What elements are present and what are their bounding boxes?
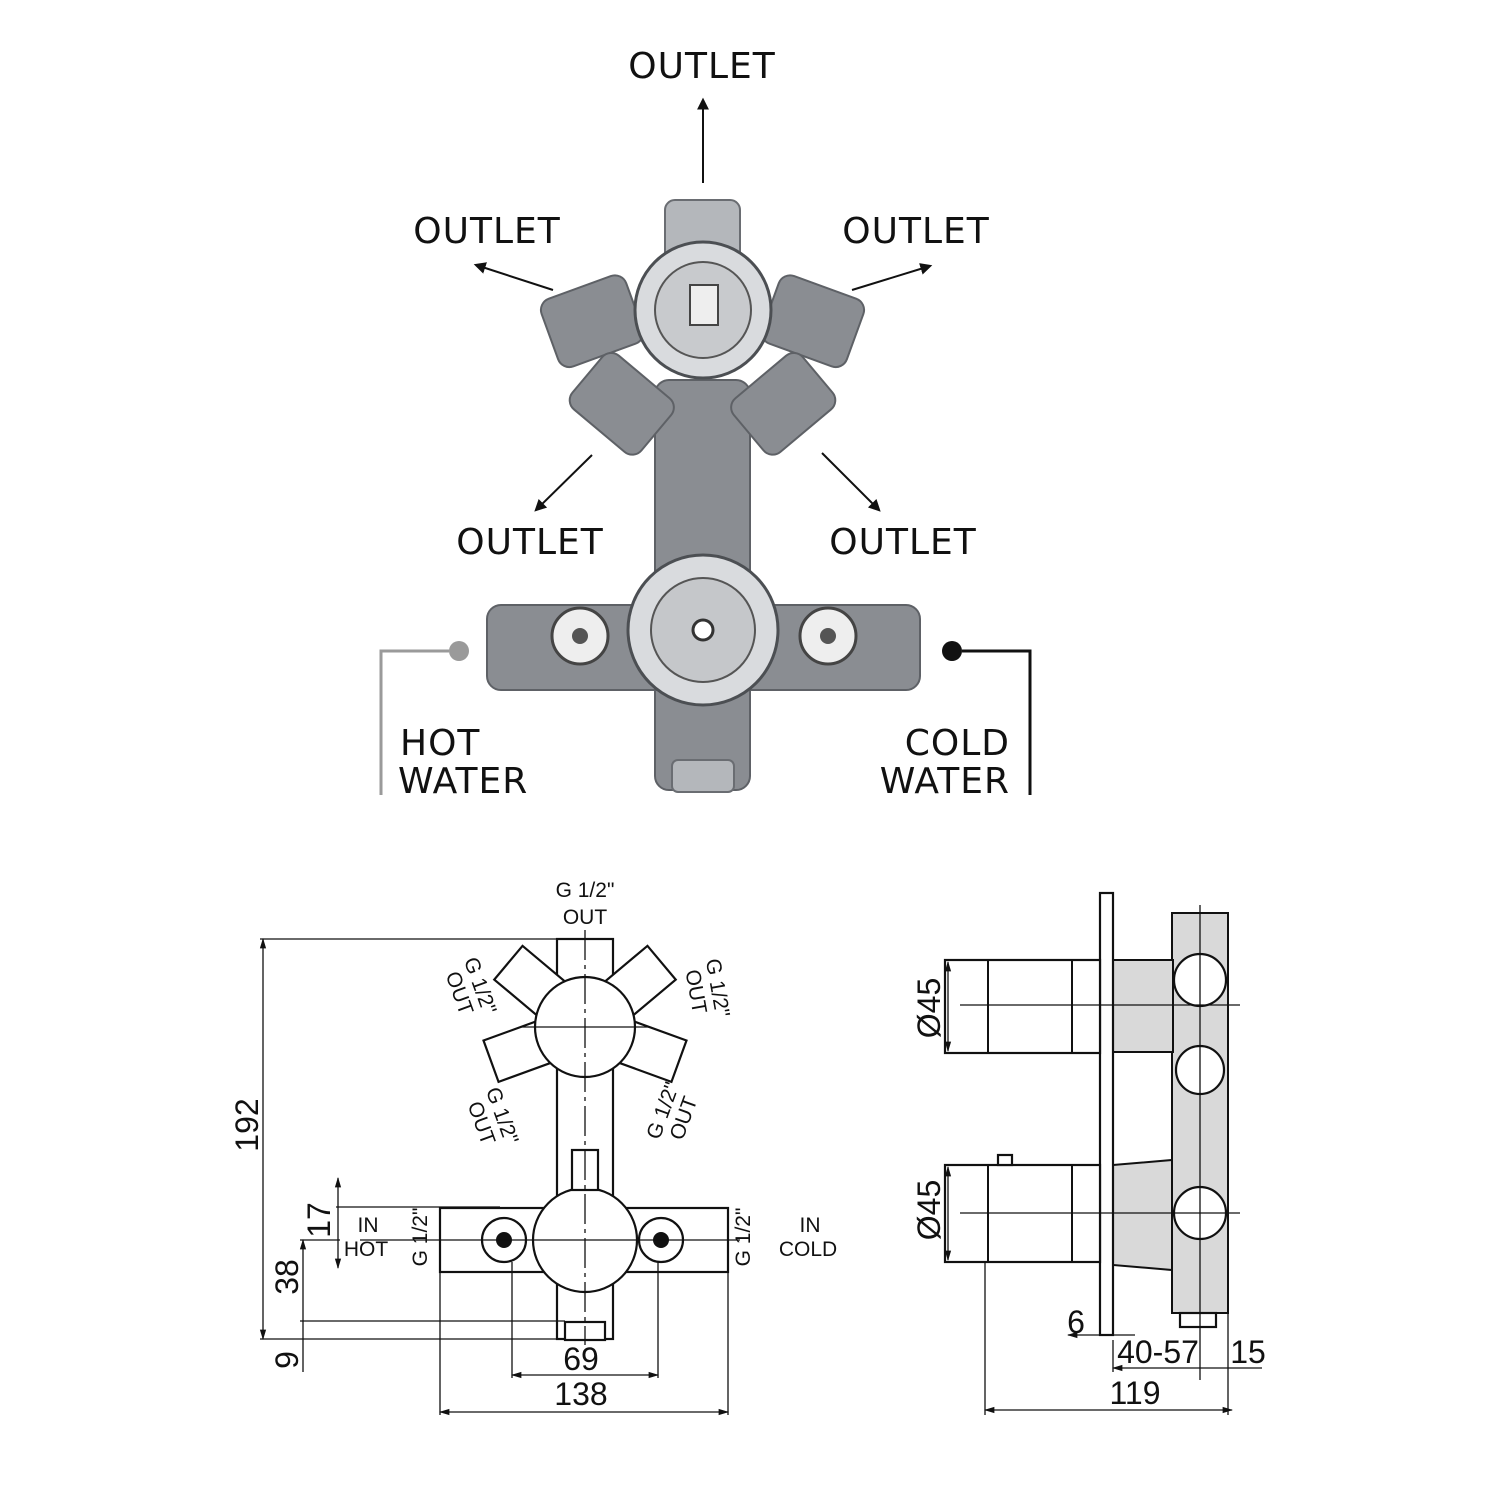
cold-water-label-line1: COLD [905, 723, 1010, 764]
top-port-thread: G 1/2" [556, 879, 615, 902]
cold-in-label: IN [800, 1214, 821, 1237]
port-label-upper-right: G 1/2"OUT [680, 957, 733, 1019]
top-port-out: OUT [563, 906, 608, 929]
side-view-drawing [943, 891, 1262, 1415]
outlet-label-top: OUTLET [628, 46, 775, 87]
dim-69: 69 [563, 1341, 599, 1377]
hot-water-dot [449, 641, 469, 661]
hot-water-leader [379, 641, 469, 795]
front-view-drawing [259, 930, 740, 1416]
dim-17: 17 [301, 1202, 337, 1238]
hot-name-label: HOT [344, 1238, 389, 1261]
dim-119: 119 [1109, 1375, 1160, 1411]
hot-in-label: IN [358, 1214, 379, 1237]
dim-38: 38 [269, 1259, 305, 1295]
cold-water-label-line2: WATER [880, 761, 1010, 802]
dim-138: 138 [554, 1376, 607, 1412]
cold-water-leader [942, 641, 1032, 795]
dim-6: 6 [1067, 1304, 1085, 1340]
hot-water-label-line2: WATER [398, 761, 528, 802]
dim-15: 15 [1230, 1334, 1266, 1370]
port-label-lower-left: G 1/2"OUT [463, 1084, 523, 1148]
cold-thread-label: G 1/2" [732, 1208, 755, 1267]
port-label-lower-right: G 1/2"OUT [642, 1079, 702, 1143]
outlet-arrows [473, 97, 933, 512]
diameter-bottom: Ø45 [911, 1180, 947, 1240]
cold-water-dot [942, 641, 962, 661]
outlet-label-upper-right: OUTLET [842, 211, 989, 252]
dim-9: 9 [269, 1351, 305, 1369]
cold-name-label: COLD [779, 1238, 837, 1261]
port-label-upper-left: G 1/2"OUT [441, 954, 501, 1018]
hot-thread-label: G 1/2" [409, 1208, 432, 1267]
outlet-label-lower-right: OUTLET [829, 522, 976, 563]
valve-photo [486, 199, 921, 793]
diameter-top: Ø45 [911, 978, 947, 1038]
dim-192: 192 [229, 1098, 265, 1151]
outlet-label-upper-left: OUTLET [413, 211, 560, 252]
outlet-label-lower-left: OUTLET [456, 522, 603, 563]
hot-water-label-line1: HOT [400, 723, 480, 764]
dim-40-57: 40-57 [1117, 1334, 1199, 1370]
